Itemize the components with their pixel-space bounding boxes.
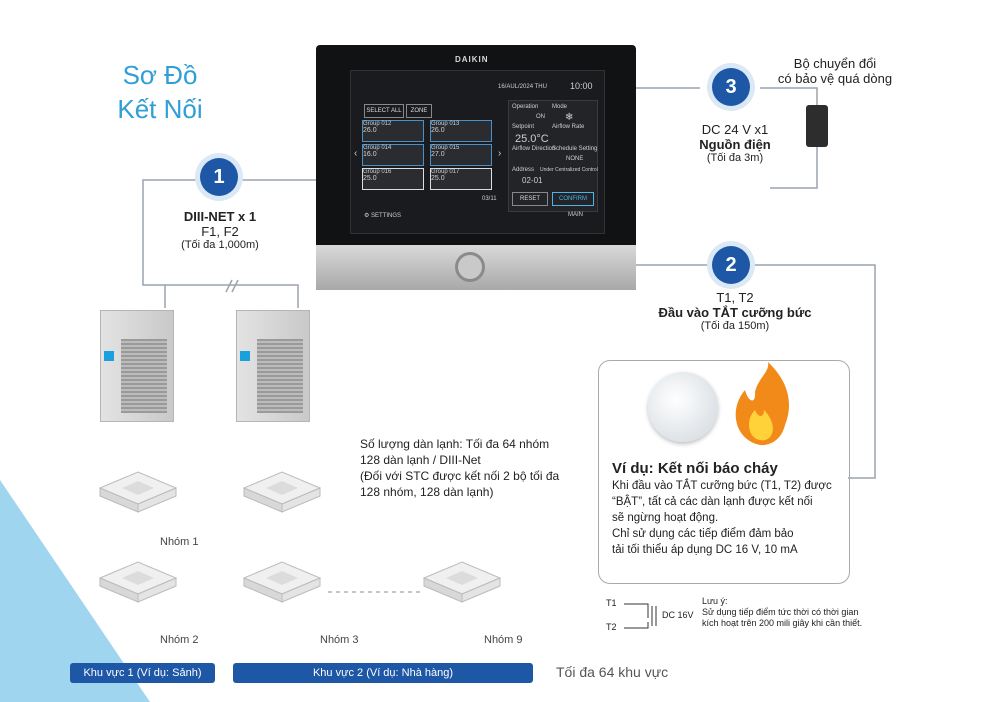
outdoor-unit-1	[100, 310, 174, 422]
reset-button[interactable]: RESET	[512, 192, 548, 206]
panel-mode-label: Mode	[552, 104, 568, 110]
main-label: MAIN	[568, 212, 583, 218]
connection-2-label: T1, T2 Đầu vào TẮT cưỡng bức (Tối đa 150…	[658, 290, 812, 332]
group-label-3: Nhóm 3	[320, 634, 359, 646]
group-label-1: Nhóm 1	[160, 536, 199, 548]
setpoint-value[interactable]: 25.0°C	[515, 133, 549, 145]
battery-converter-icon	[806, 105, 828, 147]
group-tile-017[interactable]: Group 017 25.0	[430, 168, 492, 190]
chevron-right-icon[interactable]: ›	[498, 148, 502, 159]
circuit-t2-label: T2	[606, 622, 617, 632]
power-wire-bottom	[770, 147, 818, 189]
example-title: Ví dụ: Kết nối báo cháy	[612, 460, 778, 477]
max-zones-label: Tối đa 64 khu vực	[556, 664, 669, 680]
address-value: 02-01	[522, 176, 543, 185]
settings-link[interactable]: ⚙ SETTINGS	[364, 213, 402, 219]
daikin-logo-icon	[104, 351, 114, 361]
break-mark-1	[225, 279, 233, 293]
chevron-left-icon[interactable]: ‹	[354, 148, 358, 159]
circuit-t2	[624, 622, 649, 629]
group-label-9: Nhóm 9	[484, 634, 523, 646]
outdoor-unit-2	[236, 310, 310, 422]
page-indicator: 03/11	[482, 196, 497, 202]
controller-brand-logo: DAIKIN	[455, 55, 489, 64]
group-tile-013[interactable]: Group 013 26.0	[430, 120, 492, 142]
panel-schedule-label: Schedule Setting	[552, 146, 598, 152]
circuit-dc-label: DC 16V	[662, 610, 694, 620]
caution-note: Lưu ý: Sử dụng tiếp điểm tức thời có thờ…	[702, 596, 863, 628]
group-tile-014[interactable]: Group 014 16.0	[362, 144, 424, 166]
group-tile-012[interactable]: Group 012 26.0	[362, 120, 424, 142]
circuit-t1-label: T1	[606, 598, 617, 608]
connection-1-label: DIII-NET x 1 F1, F2 (Tối đa 1,000m)	[181, 209, 259, 251]
daikin-logo-icon	[240, 351, 250, 361]
snowflake-icon: ❄	[565, 112, 574, 123]
zone-1-badge: Khu vực 1 (Ví dụ: Sảnh)	[70, 663, 215, 683]
select-all-button[interactable]: SELECT ALL	[364, 104, 404, 118]
smoke-detector-icon	[648, 372, 718, 442]
group-tile-015[interactable]: Group 015 27.0	[430, 144, 492, 166]
panel-airflow-rate-label: Airflow Rate	[552, 124, 585, 130]
example-body: Khi đầu vào TẮT cưỡng bức (T1, T2) được …	[612, 480, 832, 556]
gear-icon: ⚙	[364, 213, 372, 219]
zone-button[interactable]: ZONE	[406, 104, 432, 118]
group-label-2: Nhóm 2	[160, 634, 199, 646]
panel-central-label: Under Centralized Control	[540, 167, 598, 173]
cassette-unit-group-1	[98, 471, 178, 513]
group-tile-016[interactable]: Group 016 25.0	[362, 168, 424, 190]
panel-airflow-direction-label: Airflow Direction	[512, 146, 556, 152]
break-mark-2	[231, 279, 239, 293]
decorative-triangle	[0, 480, 150, 702]
title-line-2: Kết Nối	[117, 94, 203, 124]
screen-time: 10:00	[570, 81, 593, 91]
power-supply-label: DC 24 V x1 Nguồn điện (Tối đa 3m)	[699, 122, 771, 164]
fire-alarm-example-box	[598, 360, 850, 584]
cassette-unit-group-9	[422, 561, 502, 603]
circuit-t1	[624, 603, 649, 618]
confirm-button[interactable]: CONFIRM	[552, 192, 594, 206]
zone-2-badge: Khu vực 2 (Ví dụ: Nhà hàng)	[233, 663, 533, 683]
screen-date: 16/AUL/2024 THU	[498, 84, 547, 90]
converter-label: Bộ chuyển đổi có bảo vệ quá dòng	[777, 56, 893, 86]
controller-button[interactable]	[455, 252, 485, 282]
forced-off-wire	[636, 264, 876, 479]
panel-operation-label: Operation	[512, 104, 539, 110]
group-detail-panel	[508, 100, 598, 212]
indoor-units-note: Số lượng dàn lạnh: Tối đa 64 nhóm 128 dà…	[360, 437, 560, 499]
panel-address-label: Address	[512, 167, 535, 173]
connection-badge-3: 3	[712, 68, 750, 106]
cassette-unit-group-2	[98, 561, 178, 603]
schedule-value: NONE	[566, 156, 584, 162]
panel-setpoint-label: Setpoint	[512, 124, 535, 130]
cassette-unit-group-3	[242, 561, 322, 603]
page-title: Sơ Đồ Kết Nối	[90, 58, 230, 126]
connection-badge-2: 2	[712, 246, 750, 284]
cassette-unit-group-1b	[242, 471, 322, 513]
connection-badge-1: 1	[200, 158, 238, 196]
power-toggle[interactable]: ON	[536, 114, 545, 120]
title-line-1: Sơ Đồ	[122, 60, 198, 90]
power-wire-right	[760, 87, 818, 105]
